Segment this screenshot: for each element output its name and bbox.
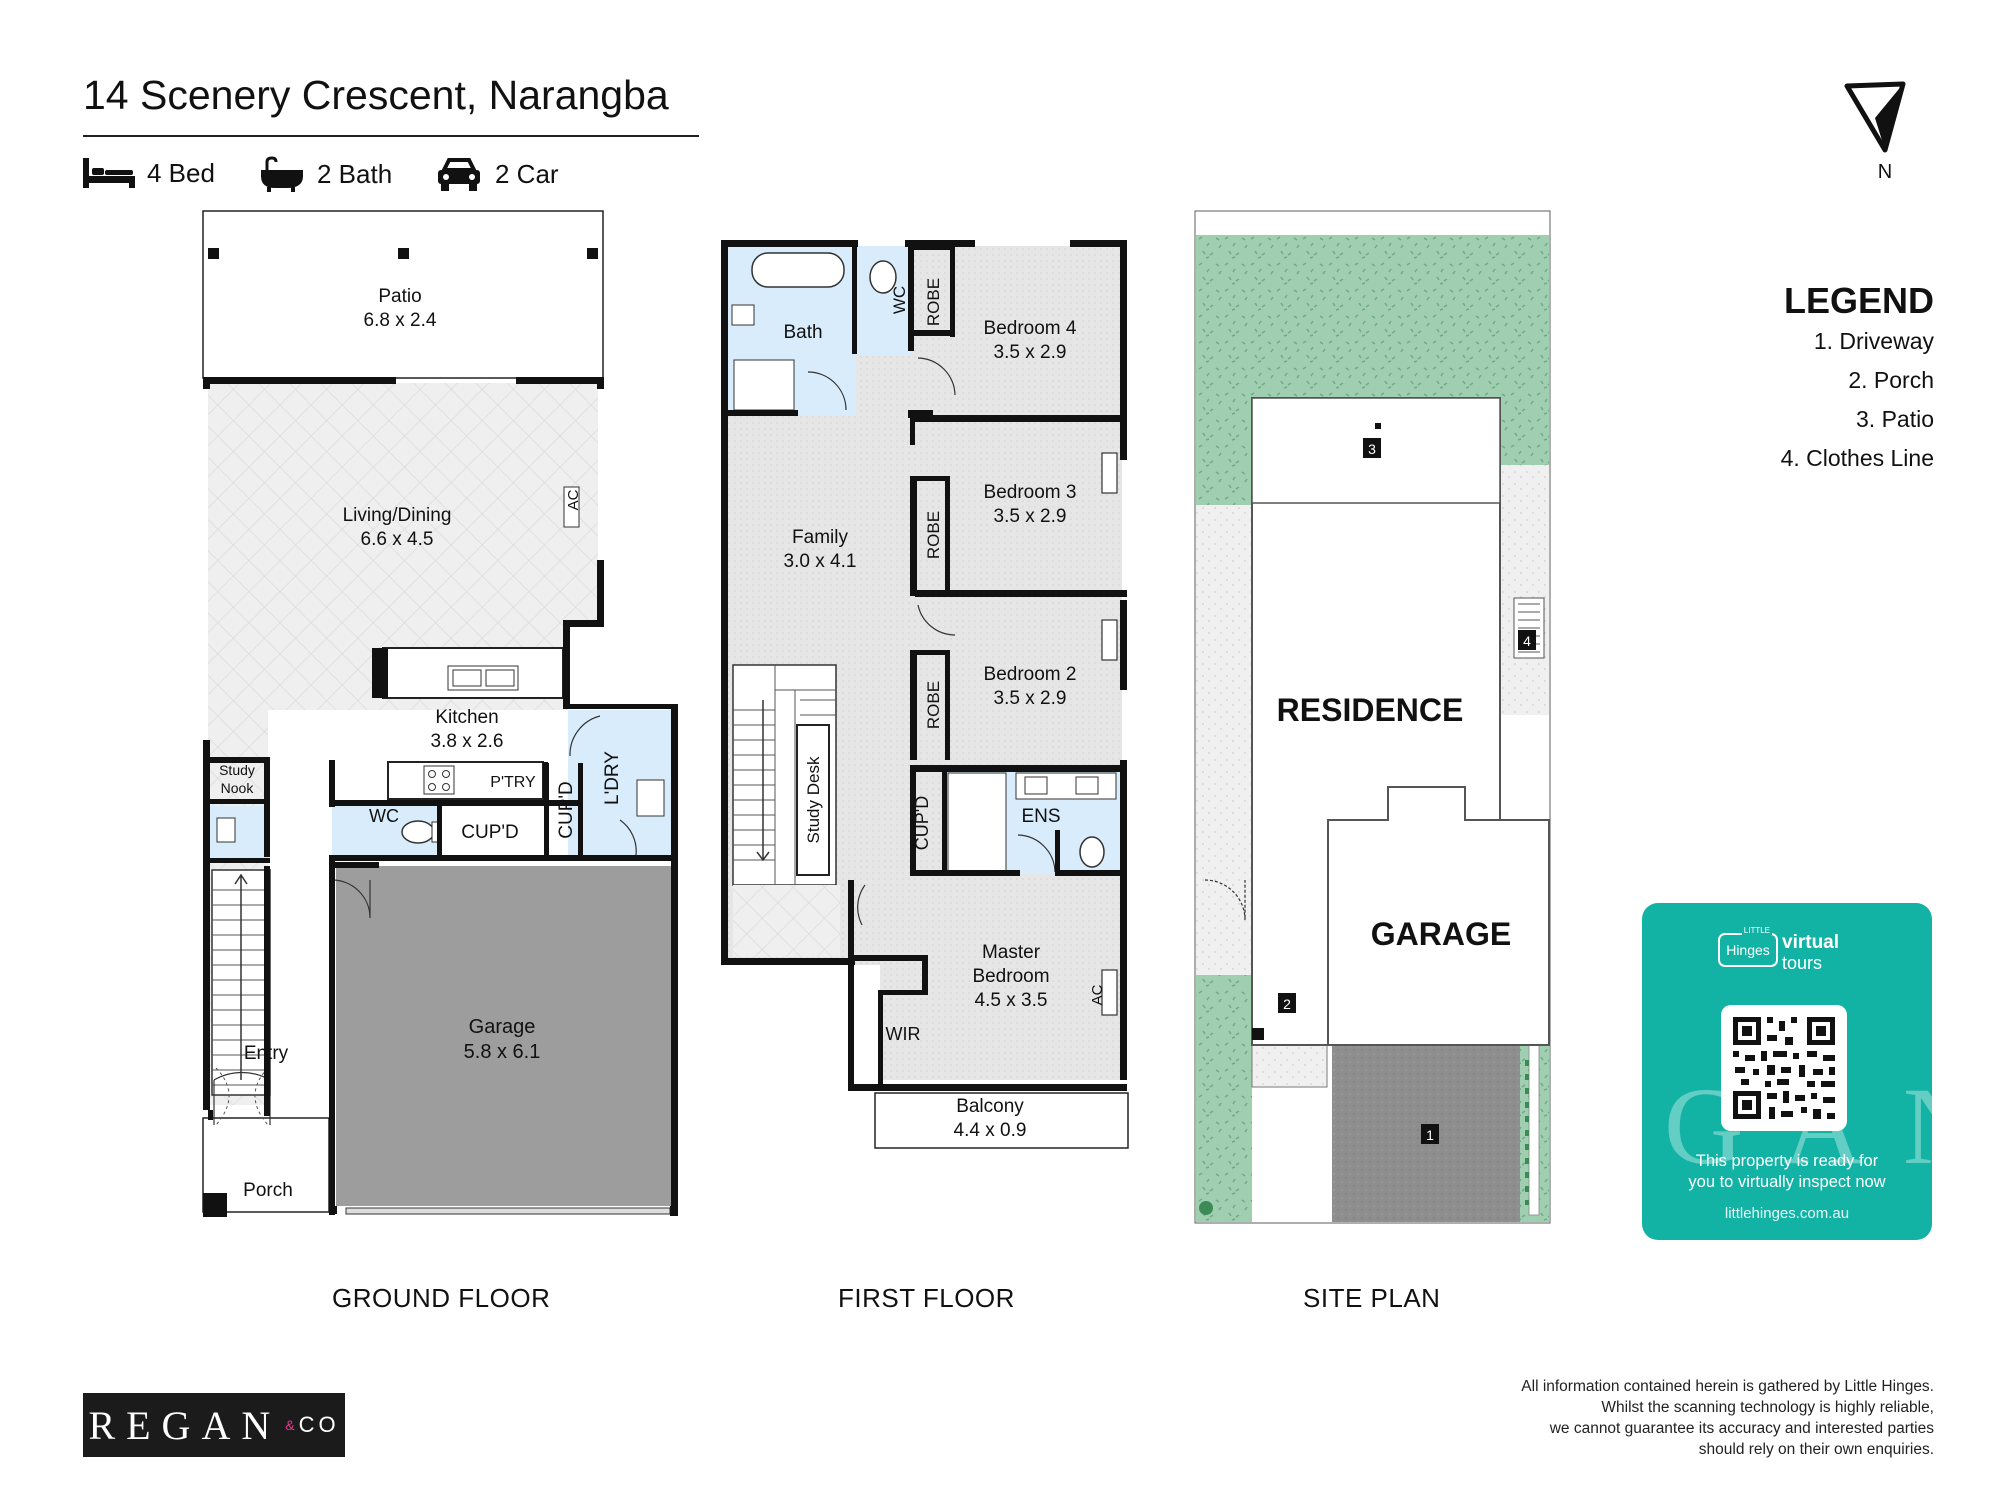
site-garage-label: GARAGE (1371, 916, 1511, 952)
svg-text:1: 1 (1426, 1127, 1434, 1143)
pantry-label: P'TRY (490, 774, 536, 791)
car-icon (438, 158, 480, 191)
ground-walls (203, 377, 678, 1216)
site-marker-4: 4 (1518, 630, 1536, 650)
robe-2-label: ROBE (924, 681, 943, 729)
regan-co-logo: REGAN&CO (83, 1393, 345, 1457)
ground-cupboard2-label: CUP'D (556, 781, 577, 838)
ground-floor-caption: GROUND FLOOR (332, 1283, 551, 1313)
bed-icon (83, 158, 135, 188)
qr-code-icon (1733, 1017, 1835, 1119)
ground-cupboard-label: CUP'D (461, 822, 518, 843)
living-ac-label: AC (565, 489, 582, 510)
study-nook-label-2: Nook (221, 780, 255, 796)
first-floor-walls (721, 240, 1127, 1091)
residence-label: RESIDENCE (1277, 692, 1464, 728)
porch-label: Porch (243, 1180, 293, 1201)
first-cupboard-label: CUP'D (912, 796, 932, 850)
virtual-tour-message: This property is ready for you to virtua… (1688, 1152, 1886, 1191)
site-plan-caption: SITE PLAN (1303, 1283, 1441, 1313)
svg-text:2: 2 (1283, 996, 1291, 1012)
bedroom-4-label: Bedroom 4 (984, 318, 1077, 339)
bath-label: 2 Bath (317, 158, 393, 189)
master-label-1: Master (982, 942, 1041, 963)
bed-count: 4 Bed (83, 156, 215, 190)
site-marker-1: 1 (1421, 1124, 1439, 1144)
study-desk (796, 724, 830, 876)
virtual-tour-url[interactable]: littlehinges.com.au (1724, 1205, 1850, 1222)
virtual-tour-card[interactable]: GAN LITTLE Hinges virtual tours (1642, 903, 1932, 1240)
laundry-label: L'DRY (602, 751, 623, 805)
garage-floor (336, 866, 676, 1206)
ground-floor-plan: Patio 6.8 x 2.4 Living/Dining 6.6 x 4.5 … (202, 210, 678, 1217)
family-label: Family (792, 527, 848, 548)
svg-text:4: 4 (1523, 633, 1531, 649)
title-underline (83, 135, 699, 137)
ground-wc-label: WC (369, 806, 399, 826)
bedroom-3-size: 3.5 x 2.9 (994, 506, 1067, 527)
robe-3-label: ROBE (924, 511, 943, 559)
first-floor-caption: FIRST FLOOR (838, 1283, 1015, 1313)
north-label: N (1878, 161, 1892, 183)
garage-size: 5.8 x 6.1 (464, 1041, 541, 1063)
robe-4-label: ROBE (924, 278, 943, 326)
master-size: 4.5 x 3.5 (975, 990, 1048, 1011)
disclaimer: All information contained herein is gath… (1521, 1378, 1934, 1458)
ensuite-label: ENS (1021, 806, 1060, 827)
patio-area (202, 210, 604, 379)
legend-item-4: 4. Clothes Line (1780, 445, 1934, 471)
qr-code[interactable] (1721, 1005, 1847, 1131)
legend-title: LEGEND (1783, 280, 1934, 321)
site-marker-2: 2 (1278, 993, 1296, 1013)
balcony-size: 4.4 x 0.9 (954, 1120, 1027, 1141)
living-label: Living/Dining (343, 505, 452, 526)
bedroom-2-size: 3.5 x 2.9 (994, 688, 1067, 709)
living-dining-floor (208, 383, 598, 710)
bath-label: Bath (783, 322, 822, 343)
kitchen-label: Kitchen (435, 707, 498, 728)
north-arrow-icon: N (1844, 81, 1906, 183)
garage-footprint (1327, 786, 1550, 1046)
car-count: 2 Car (435, 156, 559, 192)
legend-item-3: 3. Patio (1856, 406, 1934, 432)
bed-label: 4 Bed (147, 157, 215, 188)
back-lawn (1196, 235, 1549, 505)
site-marker-3: 3 (1363, 438, 1381, 458)
study-desk-label: Study Desk (804, 756, 823, 843)
entry-label: Entry (244, 1043, 289, 1064)
wir-label: WIR (886, 1024, 921, 1044)
site-plan: 1 2 3 4 RESIDENCE GARAGE (1194, 210, 1551, 1224)
family-size: 3.0 x 4.1 (784, 551, 857, 572)
svg-text:3: 3 (1368, 441, 1376, 457)
patio-size: 6.8 x 2.4 (364, 310, 437, 331)
balcony-label: Balcony (956, 1096, 1024, 1117)
legend-item-1: 1. Driveway (1813, 328, 1934, 354)
virtual-label: virtual (1782, 932, 1840, 953)
legend-item-2: 2. Porch (1848, 367, 1934, 393)
patio-label: Patio (378, 286, 421, 307)
study-nook-label-1: Study (219, 762, 255, 778)
bath-icon (261, 156, 303, 192)
front-lawn (1196, 975, 1252, 1222)
living-size: 6.6 x 4.5 (361, 529, 434, 550)
first-wc-label: WC (890, 286, 909, 314)
first-floor-plan: Bath WC ROBE ROBE ROBE Bedroom 4 3.5 x 2… (721, 240, 1129, 1149)
car-label: 2 Car (495, 158, 559, 189)
ground-stair (211, 869, 271, 1096)
bedroom-2-label: Bedroom 2 (984, 664, 1077, 685)
bedroom-3-label: Bedroom 3 (984, 482, 1077, 503)
bath-count: 2 Bath (257, 156, 392, 192)
page-title: 14 Scenery Crescent, Narangba (83, 72, 669, 118)
kitchen-size: 3.8 x 2.6 (431, 731, 504, 752)
tours-label: tours (1782, 953, 1823, 973)
bedroom-4-size: 3.5 x 2.9 (994, 342, 1067, 363)
balcony-area (874, 1092, 1129, 1149)
master-ac-label: AC (1089, 984, 1106, 1005)
garage-label: Garage (469, 1016, 536, 1038)
master-label-2: Bedroom (972, 966, 1049, 987)
kitchen-bench (387, 761, 544, 800)
little-hinges-badge: LITTLE Hinges (1718, 926, 1778, 967)
